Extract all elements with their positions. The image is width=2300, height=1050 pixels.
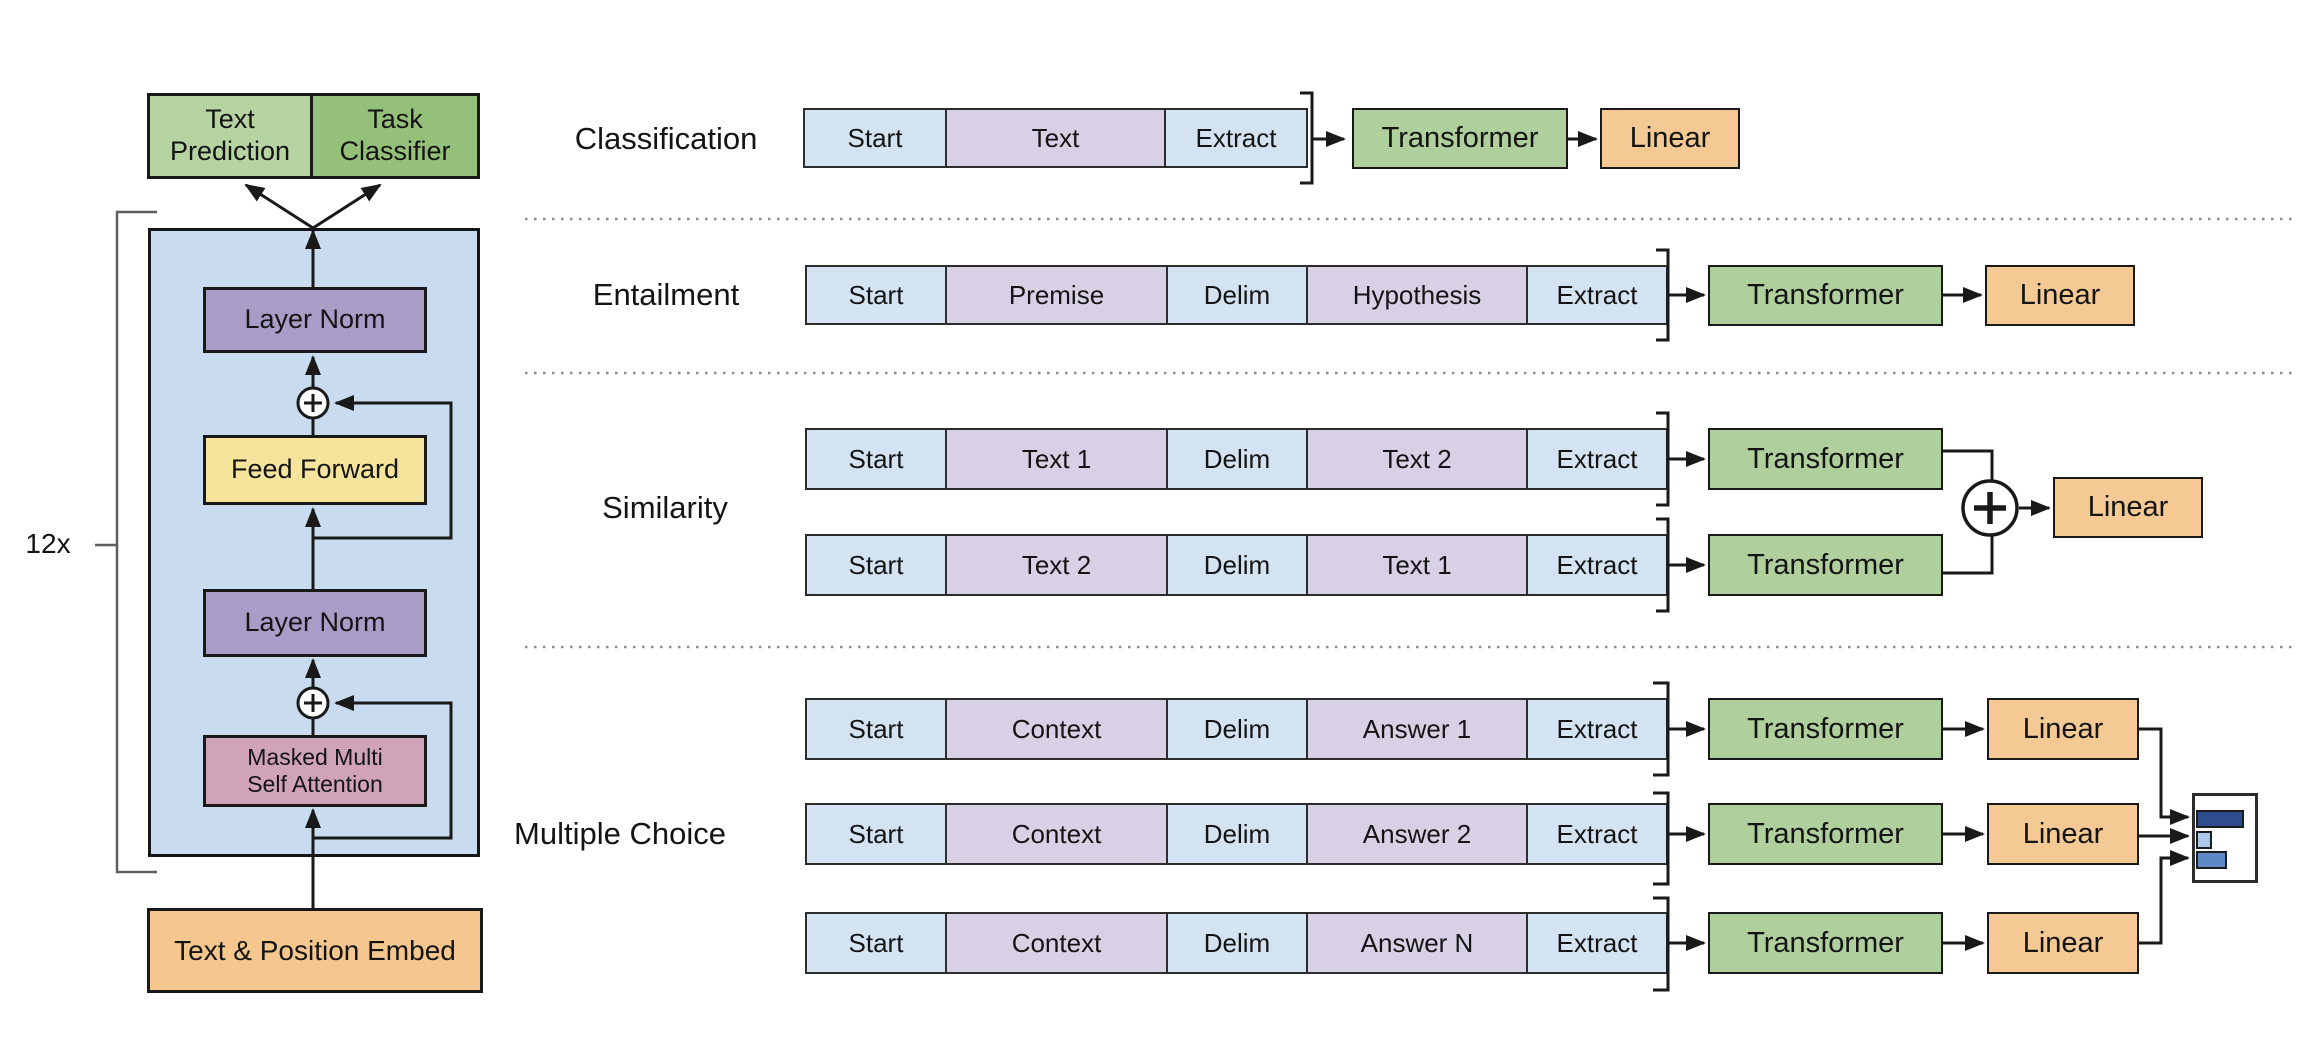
similarity-input-row-1: Start Text 1 Delim Text 2 Extract [805, 428, 1668, 490]
task-label-similarity: Similarity [602, 490, 728, 525]
sequence-cell: Start [805, 698, 947, 760]
linear-box: Linear [1985, 265, 2135, 326]
sequence-cell: Delim [1168, 428, 1308, 490]
sequence-cell: Extract [1528, 428, 1668, 490]
transformer-box: Transformer [1708, 803, 1943, 865]
multiple-choice-input-row-3: Start Context Delim Answer N Extract [805, 912, 1668, 974]
feed-forward-box: Feed Forward [203, 435, 427, 505]
sequence-cell: Start [805, 803, 947, 865]
linear-box: Linear [1987, 912, 2139, 974]
score-bar-1 [2196, 810, 2244, 828]
layer-norm-bottom-box: Layer Norm [203, 589, 427, 657]
arrow-to-task-classifier [312, 183, 382, 230]
task-label-classification: Classification [574, 121, 758, 156]
sequence-cell: Text 2 [947, 534, 1168, 596]
plus-circle-icon [1961, 479, 2019, 537]
text-prediction-line2: Prediction [169, 136, 291, 166]
sequence-cell: Extract [1528, 912, 1668, 974]
transformer-box: Transformer [1352, 108, 1568, 169]
linear-box: Linear [1600, 108, 1740, 169]
sequence-cell: Extract [1166, 108, 1308, 168]
masked-attention-line1: Masked Multi [247, 743, 383, 770]
sequence-cell: Start [805, 912, 947, 974]
transformer-box: Transformer [1708, 534, 1943, 596]
text-position-embed-box: Text & Position Embed [147, 908, 483, 993]
transformer-box: Transformer [1708, 265, 1943, 326]
sequence-cell: Hypothesis [1308, 265, 1528, 325]
linear-box: Linear [1987, 803, 2139, 865]
task-label-entailment: Entailment [592, 277, 740, 312]
sequence-cell: Delim [1168, 265, 1308, 325]
transformer-box: Transformer [1708, 428, 1943, 490]
arrow-to-text-prediction [244, 183, 314, 230]
linear-to-scores-path [2139, 727, 2190, 825]
sequence-cell: Delim [1168, 912, 1308, 974]
task-classifier-line2: Classifier [339, 136, 451, 166]
linear-box: Linear [2053, 477, 2203, 538]
sequence-cell: Answer 1 [1308, 698, 1528, 760]
text-prediction-line1: Text [205, 104, 255, 135]
sequence-cell: Extract [1528, 803, 1668, 865]
multiple-choice-input-row-1: Start Context Delim Answer 1 Extract [805, 698, 1668, 760]
masked-multi-self-attention-box: Masked Multi Self Attention [203, 735, 427, 807]
multiple-choice-input-row-2: Start Context Delim Answer 2 Extract [805, 803, 1668, 865]
linear-box: Linear [1987, 698, 2139, 760]
transformer-box: Transformer [1708, 912, 1943, 974]
sequence-cell: Delim [1168, 534, 1308, 596]
sequence-cell: Start [803, 108, 947, 168]
sequence-cell: Delim [1168, 803, 1308, 865]
score-bar-3 [2196, 851, 2227, 869]
sequence-cell: Answer 2 [1308, 803, 1528, 865]
sequence-cell: Context [947, 698, 1168, 760]
stack-repeat-label: 12x [25, 528, 71, 559]
sequence-cell: Delim [1168, 698, 1308, 760]
sequence-cell: Premise [947, 265, 1168, 325]
transformer-box: Transformer [1708, 698, 1943, 760]
text-prediction-box: Text Prediction [147, 93, 313, 179]
task-classifier-box: Task Classifier [310, 93, 480, 179]
similarity-input-row-2: Start Text 2 Delim Text 1 Extract [805, 534, 1668, 596]
sequence-cell: Answer N [1308, 912, 1528, 974]
layer-norm-top-box: Layer Norm [203, 287, 427, 353]
entailment-input-row: Start Premise Delim Hypothesis Extract [805, 265, 1668, 325]
masked-attention-line2: Self Attention [247, 771, 383, 797]
task-label-multiple-choice: Multiple Choice [514, 816, 726, 851]
sequence-cell: Start [805, 534, 947, 596]
sequence-cell: Extract [1528, 534, 1668, 596]
transformer-to-add-line [1943, 449, 1994, 480]
sequence-cell: Text 1 [947, 428, 1168, 490]
transformer-to-add-line [1943, 536, 1994, 575]
score-bar-2 [2196, 831, 2212, 849]
sequence-cell: Extract [1528, 698, 1668, 760]
sequence-cell: Text [947, 108, 1166, 168]
classification-input-row: Start Text Extract [803, 108, 1308, 168]
sequence-cell: Start [805, 428, 947, 490]
task-classifier-line1: Task [367, 104, 423, 135]
linear-to-scores-path [2139, 850, 2190, 945]
sequence-cell: Text 1 [1308, 534, 1528, 596]
sequence-cell: Context [947, 803, 1168, 865]
sequence-cell: Extract [1528, 265, 1668, 325]
sequence-cell: Start [805, 265, 947, 325]
sequence-cell: Context [947, 912, 1168, 974]
sequence-cell: Text 2 [1308, 428, 1528, 490]
